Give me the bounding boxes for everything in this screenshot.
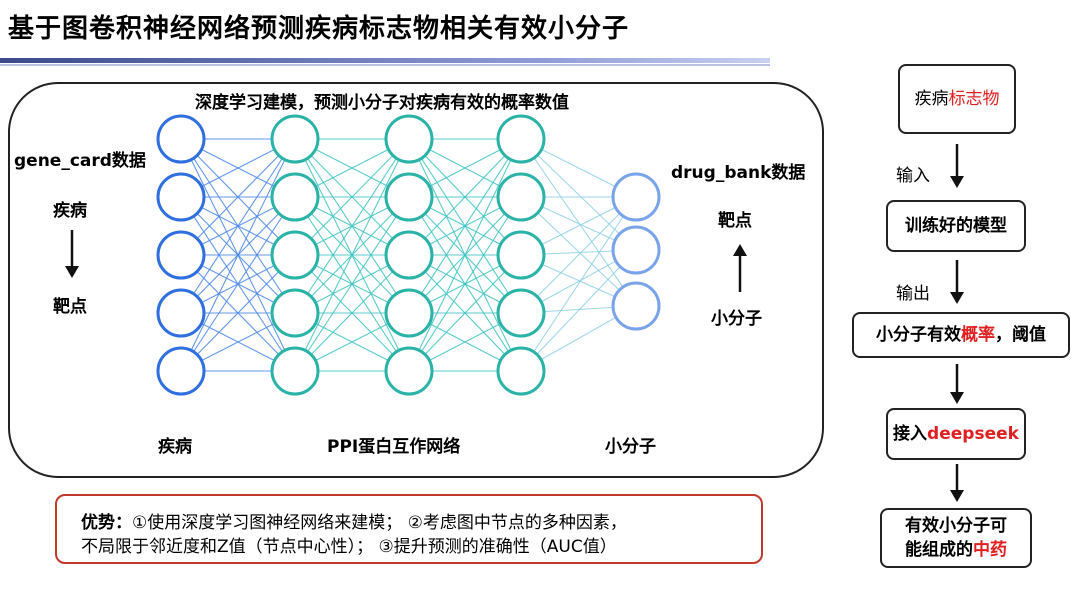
advantage-box: 优势：①使用深度学习图神经网络来建模； ②考虑图中节点的多种因素， 不局限于邻近… bbox=[55, 494, 763, 564]
network-edge bbox=[294, 196, 410, 372]
network-edge bbox=[180, 138, 296, 256]
network-edge bbox=[520, 196, 637, 314]
right-molecule-label: 小分子 bbox=[711, 309, 762, 329]
flow-arrow-4 bbox=[950, 464, 964, 502]
layer-label-disease: 疾病 bbox=[158, 437, 192, 457]
network-node bbox=[270, 172, 320, 222]
layer-label-molecule: 小分子 bbox=[605, 437, 656, 457]
neural-network-diagram bbox=[156, 114, 661, 396]
network-edge bbox=[520, 138, 637, 251]
network-node bbox=[384, 346, 434, 396]
network-node bbox=[156, 230, 206, 280]
network-node bbox=[156, 172, 206, 222]
page-title: 基于图卷积神经网络预测疾病标志物相关有效小分子 bbox=[8, 14, 630, 44]
highlight-herbs: 中药 bbox=[973, 540, 1007, 560]
network-node bbox=[156, 288, 206, 338]
network-edge bbox=[294, 138, 410, 314]
advantage-label: 优势： bbox=[81, 513, 132, 533]
left-disease-label: 疾病 bbox=[53, 201, 87, 221]
network-node bbox=[270, 288, 320, 338]
network-node bbox=[384, 230, 434, 280]
network-edge bbox=[180, 254, 296, 372]
drug-bank-label: drug_bank数据 bbox=[671, 163, 806, 183]
highlight-biomarker: 标志物 bbox=[948, 89, 1000, 109]
down-arrow-icon bbox=[65, 230, 79, 278]
flow-box-herbs: 有效小分子可能组成的中药 bbox=[880, 508, 1032, 568]
layer-label-ppi: PPI蛋白互作网络 bbox=[327, 437, 461, 457]
title-underline-thin bbox=[0, 64, 770, 66]
network-edge bbox=[180, 138, 296, 314]
flow-box-model: 训练好的模型 bbox=[886, 200, 1026, 252]
advantage-line-1: 优势：①使用深度学习图神经网络来建模； ②考虑图中节点的多种因素， bbox=[81, 513, 627, 533]
network-edge bbox=[408, 138, 522, 256]
network-node bbox=[611, 172, 661, 222]
title-underline bbox=[0, 58, 770, 63]
input-label: 输入 bbox=[896, 166, 930, 186]
network-edge bbox=[408, 254, 522, 372]
network-node bbox=[156, 114, 206, 164]
network-edge bbox=[408, 138, 522, 372]
flow-box-deepseek: 接入deepseek bbox=[886, 408, 1026, 460]
right-target-label: 靶点 bbox=[718, 211, 752, 231]
flow-arrow-2 bbox=[950, 260, 964, 304]
advantage-line-2: 不局限于邻近度和Z值（节点中心性）； ③提升预测的准确性（AUC值） bbox=[81, 537, 617, 557]
network-node bbox=[496, 346, 546, 396]
network-edge bbox=[294, 138, 410, 372]
network-caption: 深度学习建模，预测小分子对疾病有效的概率数值 bbox=[195, 93, 569, 113]
network-node bbox=[496, 288, 546, 338]
network-node bbox=[384, 114, 434, 164]
network-node bbox=[496, 114, 546, 164]
network-edge bbox=[520, 249, 637, 372]
network-node bbox=[156, 346, 206, 396]
network-edge bbox=[180, 196, 296, 372]
network-node bbox=[611, 281, 661, 331]
network-edge bbox=[294, 254, 410, 372]
left-target-label: 靶点 bbox=[53, 297, 87, 317]
network-panel bbox=[8, 82, 824, 478]
network-node bbox=[384, 172, 434, 222]
network-edge bbox=[180, 138, 296, 372]
network-edge bbox=[520, 196, 637, 372]
gene-card-label: gene_card数据 bbox=[14, 151, 146, 171]
up-arrow-icon bbox=[733, 244, 747, 292]
network-node bbox=[270, 114, 320, 164]
network-edge bbox=[520, 196, 637, 307]
network-edge bbox=[294, 138, 410, 256]
network-node bbox=[496, 230, 546, 280]
network-edge bbox=[408, 196, 522, 372]
network-node bbox=[270, 346, 320, 396]
highlight-deepseek: deepseek bbox=[927, 424, 1019, 444]
network-node bbox=[384, 288, 434, 338]
highlight-probability: 概率 bbox=[961, 325, 995, 345]
network-edge bbox=[408, 138, 522, 314]
network-node bbox=[496, 172, 546, 222]
network-node bbox=[611, 225, 661, 275]
flow-box-biomarker: 疾病标志物 bbox=[898, 64, 1016, 134]
output-label: 输出 bbox=[896, 284, 930, 304]
network-edge bbox=[520, 138, 637, 307]
flow-arrow-3 bbox=[950, 364, 964, 404]
network-node bbox=[270, 230, 320, 280]
flow-arrow-1 bbox=[950, 144, 964, 188]
flow-box-probability: 小分子有效概率，阈值 bbox=[852, 312, 1070, 358]
